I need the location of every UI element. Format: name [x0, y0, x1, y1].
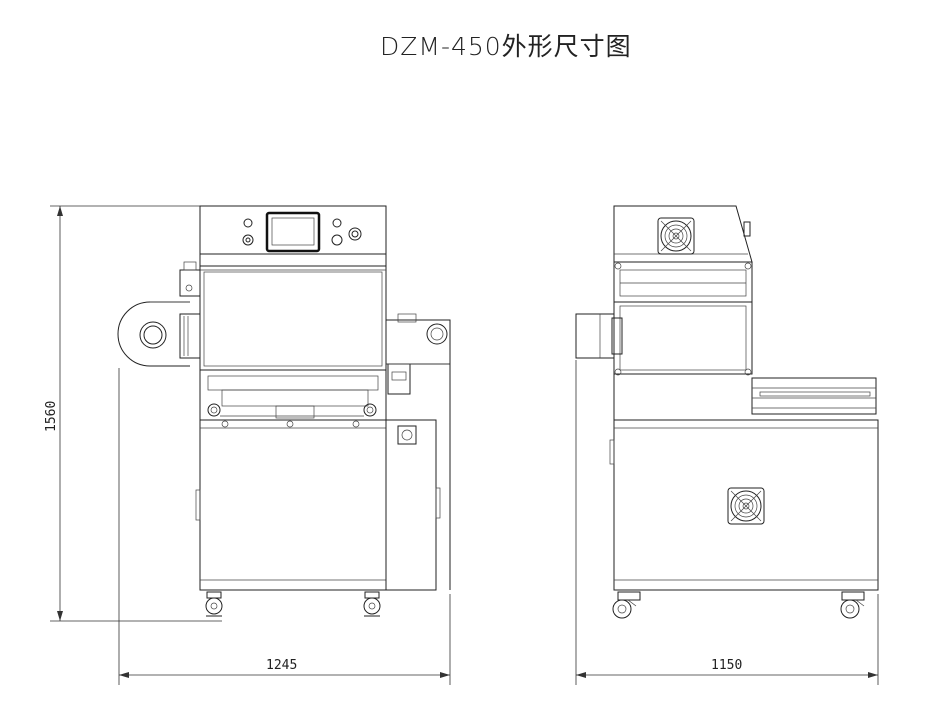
emergency-stop-button — [243, 218, 253, 228]
side-caster-right — [840, 591, 865, 619]
side-width-label: 1150 — [711, 658, 742, 673]
drawing-title: DZM-450外形尺寸图 — [380, 32, 632, 61]
height-dimension: 1560 — [44, 205, 222, 622]
roller-right — [363, 403, 377, 417]
upper-chamber — [199, 265, 387, 371]
lower-cabinet — [199, 419, 387, 591]
touch-screen — [265, 211, 321, 253]
motor-icon — [426, 323, 448, 345]
electrical-cabinet — [385, 419, 437, 591]
side-film-roll — [575, 313, 615, 359]
front-width-dimension: 1245 — [118, 368, 451, 685]
side-width-dimension: 1150 — [575, 360, 879, 685]
bottom-fan — [727, 487, 765, 525]
sealing-station — [199, 369, 387, 421]
caster-right — [363, 591, 381, 617]
side-lower-cabinet — [613, 419, 879, 591]
power-switch — [401, 429, 413, 441]
film-roll — [117, 301, 201, 367]
height-label: 1560 — [44, 401, 59, 432]
indicator-light — [332, 218, 342, 228]
top-fan — [657, 217, 695, 255]
side-caster-left — [612, 591, 641, 619]
front-width-label: 1245 — [266, 658, 297, 673]
side-view — [575, 205, 879, 619]
caster-left — [205, 591, 223, 617]
front-view — [117, 205, 451, 617]
tray-conveyor — [751, 377, 877, 415]
roller-left — [207, 403, 221, 417]
side-motor-unit — [385, 319, 451, 365]
control-knob — [331, 234, 343, 246]
